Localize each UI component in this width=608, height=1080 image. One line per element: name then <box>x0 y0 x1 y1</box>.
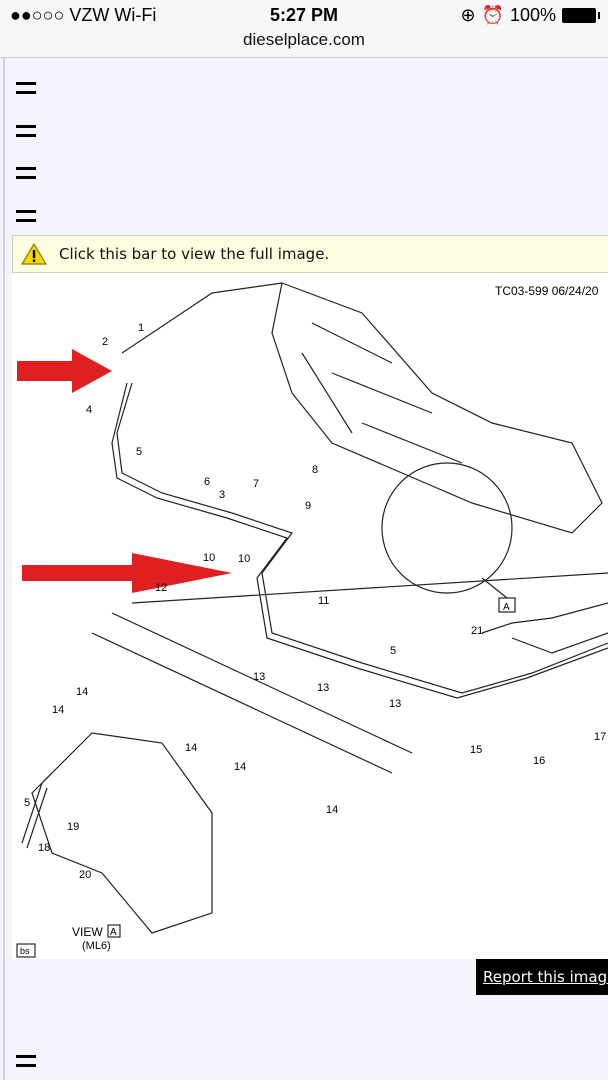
svg-text:14: 14 <box>185 742 197 754</box>
svg-text:14: 14 <box>52 704 64 716</box>
red-arrows <box>17 349 232 593</box>
svg-text:3: 3 <box>219 489 225 501</box>
view-full-image-bar[interactable]: Click this bar to view the full image. <box>12 235 608 273</box>
svg-text:8: 8 <box>312 464 318 476</box>
svg-text:21: 21 <box>471 625 483 637</box>
svg-text:5: 5 <box>24 797 30 809</box>
equals-icon <box>16 82 36 94</box>
diagram-image[interactable]: TC03-599 06/24/20 1 2 4 5 6 3 7 8 9 <box>12 273 608 959</box>
svg-text:2: 2 <box>102 336 108 348</box>
fuel-line-diagram: TC03-599 06/24/20 1 2 4 5 6 3 7 8 9 <box>16 282 608 958</box>
svg-text:bs: bs <box>20 946 30 956</box>
svg-text:15: 15 <box>470 744 482 756</box>
red-arrow-lower <box>22 553 232 593</box>
alarm-icon: ⏰ <box>481 5 504 25</box>
svg-text:9: 9 <box>305 500 311 512</box>
svg-text:A: A <box>110 927 117 938</box>
svg-text:5: 5 <box>390 645 396 657</box>
red-arrow-upper <box>17 349 112 393</box>
svg-text:17: 17 <box>594 731 606 743</box>
diagram-code: TC03-599 06/24/20 <box>495 284 599 298</box>
svg-text:16: 16 <box>533 755 545 767</box>
svg-text:1: 1 <box>138 322 144 334</box>
svg-text:13: 13 <box>253 671 265 683</box>
svg-text:10: 10 <box>203 552 215 564</box>
rotation-lock-icon: ⊕ <box>460 5 476 25</box>
svg-text:14: 14 <box>326 804 338 816</box>
svg-text:10: 10 <box>238 553 250 565</box>
svg-text:12: 12 <box>155 582 167 594</box>
carrier-signal: ●●○○○ VZW Wi-Fi <box>10 5 157 25</box>
svg-text:19: 19 <box>67 821 79 833</box>
svg-text:5: 5 <box>136 446 142 458</box>
corner-tag-box <box>16 943 36 958</box>
part-labels: 1 2 4 5 6 3 7 8 9 10 10 11 12 5 21 13 13… <box>24 322 606 881</box>
notice-text: Click this bar to view the full image. <box>59 245 330 263</box>
equals-icon <box>16 1055 36 1067</box>
warning-icon <box>21 242 47 265</box>
status-right: ⊕ ⏰ 100% <box>460 5 600 26</box>
report-image-link[interactable]: Report this image <box>476 959 608 995</box>
view-label: VIEW <box>72 925 103 939</box>
svg-text:6: 6 <box>204 476 210 488</box>
clock: 5:27 PM <box>269 5 339 25</box>
equals-icon <box>16 125 36 137</box>
svg-text:13: 13 <box>389 698 401 710</box>
svg-text:7: 7 <box>253 478 259 490</box>
battery-percent: 100% <box>509 5 556 25</box>
equals-icon <box>16 167 36 179</box>
status-bar: ●●○○○ VZW Wi-Fi 5:27 PM ⊕ ⏰ 100% dieselp… <box>0 0 608 58</box>
svg-text:11: 11 <box>318 595 329 607</box>
svg-text:18: 18 <box>38 842 50 854</box>
svg-text:14: 14 <box>234 761 246 773</box>
svg-text:14: 14 <box>76 686 88 698</box>
svg-text:13: 13 <box>317 682 329 694</box>
svg-text:4: 4 <box>86 404 92 416</box>
svg-text:20: 20 <box>79 869 91 881</box>
view-sub: (ML6) <box>82 940 111 952</box>
page-border <box>3 58 5 1080</box>
callout-box-label: A <box>503 602 510 613</box>
battery-icon <box>562 8 600 23</box>
url-bar[interactable]: dieselplace.com <box>243 30 365 49</box>
equals-icon <box>16 210 36 222</box>
transmission-drawing <box>21 282 608 934</box>
view-box <box>107 924 121 938</box>
